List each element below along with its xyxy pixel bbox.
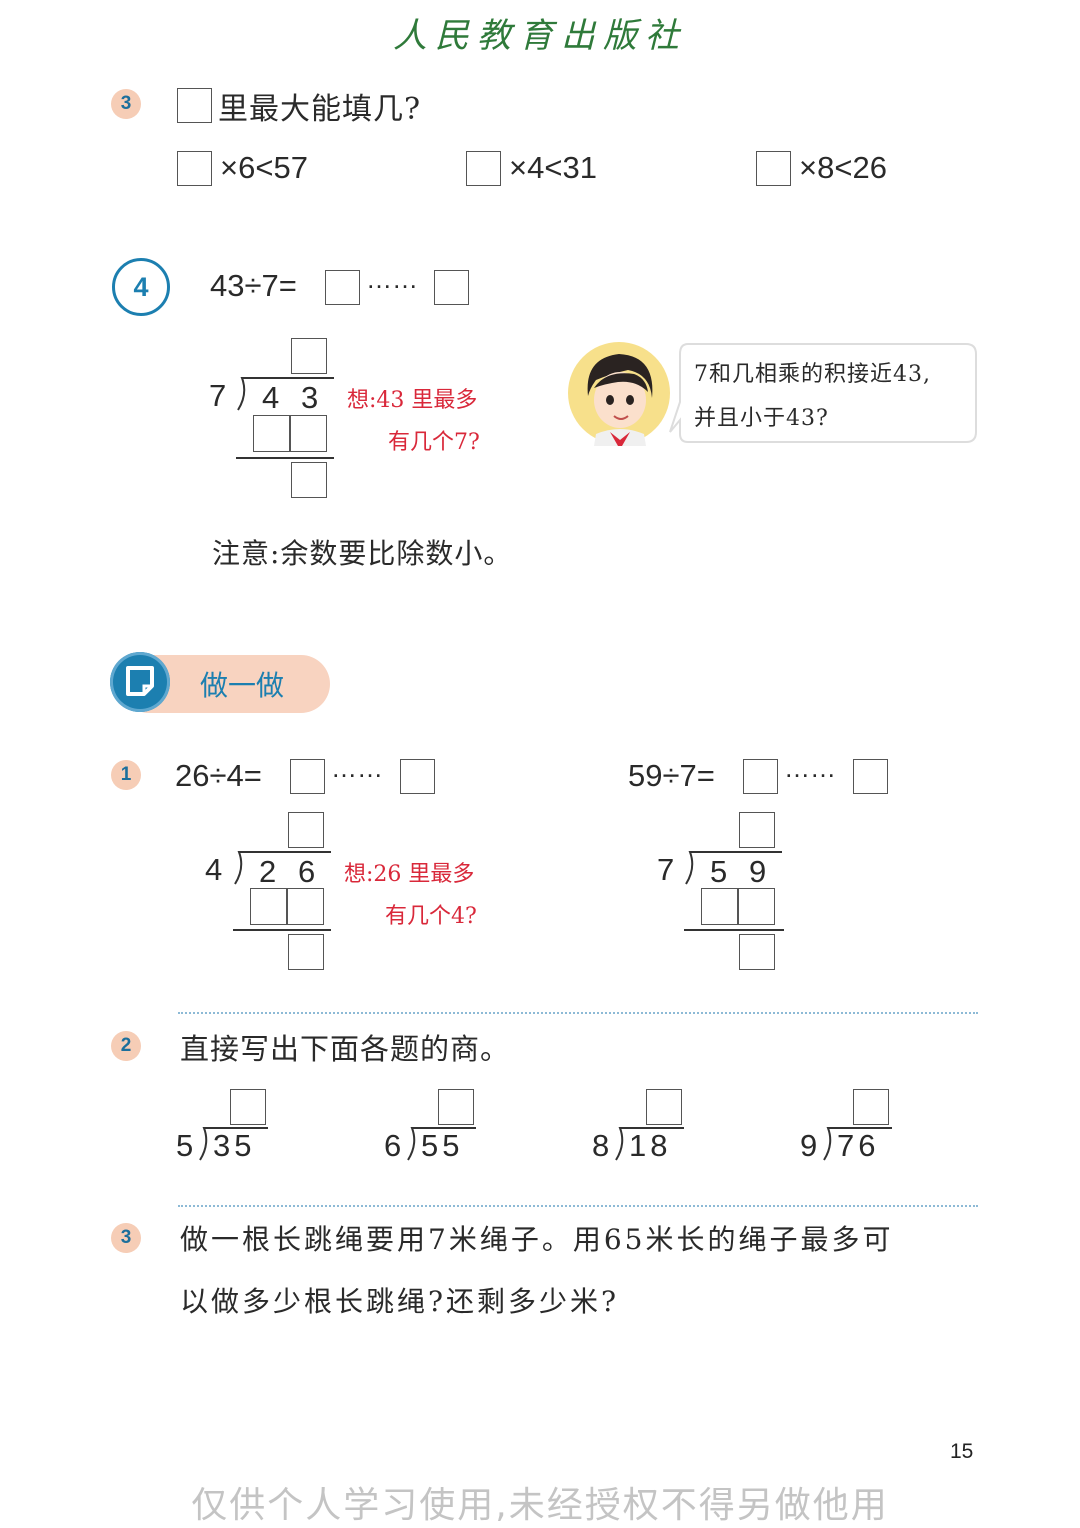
quotient-box[interactable] — [291, 338, 327, 374]
division-bracket — [237, 377, 334, 411]
question-prompt: 直接写出下面各题的商。 — [180, 1032, 511, 1066]
divisor-text: 7 — [209, 378, 227, 413]
girl-avatar — [568, 342, 670, 446]
bubble-text: 7和几相乘的积接近43, — [694, 362, 931, 387]
remainder-box[interactable] — [434, 270, 469, 305]
quotient-box[interactable] — [288, 812, 324, 848]
quotient-box[interactable] — [230, 1089, 266, 1125]
question-prompt: 里最大能填几? — [218, 92, 422, 127]
remainder-box[interactable] — [853, 759, 888, 794]
equation-text: 26÷4= — [175, 758, 262, 793]
page-number: 15 — [950, 1440, 974, 1463]
section-divider — [178, 1012, 978, 1014]
section-divider — [178, 1205, 978, 1207]
question-number-badge: 3 — [111, 1223, 141, 1253]
question-number-badge: 1 — [111, 760, 141, 790]
remainder-dots: …… — [784, 753, 836, 783]
remainder-box[interactable] — [291, 462, 327, 498]
quotient-box[interactable] — [853, 1089, 889, 1125]
hint-text: 想:43 里最多 — [347, 388, 478, 413]
subtraction-line — [236, 457, 334, 459]
dividend-digit: 5 — [710, 854, 728, 889]
inequality-text: ×4<31 — [509, 150, 597, 185]
inequality-text: ×8<26 — [799, 150, 887, 185]
product-box[interactable] — [287, 888, 324, 925]
remainder-box[interactable] — [400, 759, 435, 794]
hint-text: 有几个7? — [388, 430, 480, 455]
answer-box[interactable] — [756, 151, 791, 186]
quotient-box[interactable] — [290, 759, 325, 794]
word-problem-text: 以做多少根长跳绳?还剩多少米? — [180, 1285, 620, 1318]
product-box[interactable] — [250, 888, 287, 925]
division-bracket — [234, 851, 331, 885]
quotient-box[interactable] — [325, 270, 360, 305]
section-icon — [110, 652, 170, 712]
divisor-text: 9 — [800, 1128, 818, 1163]
division-bracket — [199, 1127, 268, 1161]
quotient-box[interactable] — [646, 1089, 682, 1125]
answer-box[interactable] — [177, 151, 212, 186]
publisher-header: 人民教育出版社 — [393, 16, 687, 56]
remainder-box[interactable] — [288, 934, 324, 970]
speech-bubble — [669, 343, 977, 443]
question-number-badge: 2 — [111, 1031, 141, 1061]
edit-square-icon — [126, 666, 154, 696]
equation-text: 43÷7= — [210, 268, 297, 303]
quotient-box[interactable] — [743, 759, 778, 794]
product-box[interactable] — [253, 415, 290, 452]
dividend-text: 76 — [837, 1128, 880, 1163]
dividend-text: 55 — [421, 1128, 464, 1163]
inequality-text: ×6<57 — [220, 150, 308, 185]
divisor-text: 5 — [176, 1128, 194, 1163]
remainder-dots: …… — [366, 264, 418, 294]
answer-box[interactable] — [177, 88, 212, 123]
question-number-badge: 3 — [111, 89, 141, 119]
bubble-text: 并且小于43? — [694, 406, 829, 431]
product-box[interactable] — [701, 888, 738, 925]
remainder-dots: …… — [331, 753, 383, 783]
divisor-text: 8 — [592, 1128, 610, 1163]
divisor-text: 7 — [657, 852, 675, 887]
quotient-box[interactable] — [739, 812, 775, 848]
division-bracket — [823, 1127, 892, 1161]
divisor-text: 4 — [205, 852, 223, 887]
answer-box[interactable] — [466, 151, 501, 186]
watermark-text: 仅供个人学习使用,未经授权不得另做他用 — [191, 1485, 889, 1526]
division-bracket — [685, 851, 782, 885]
dividend-digit: 3 — [301, 380, 319, 415]
dividend-text: 18 — [629, 1128, 672, 1163]
dividend-digit: 2 — [259, 854, 277, 889]
product-box[interactable] — [290, 415, 327, 452]
divisor-text: 6 — [384, 1128, 402, 1163]
quotient-box[interactable] — [438, 1089, 474, 1125]
dividend-text: 35 — [213, 1128, 256, 1163]
dividend-digit: 6 — [298, 854, 316, 889]
dividend-digit: 4 — [262, 380, 280, 415]
hint-text: 想:26 里最多 — [344, 862, 475, 887]
example-number-circle: 4 — [112, 258, 170, 316]
equation-text: 59÷7= — [628, 758, 715, 793]
section-title: 做一做 — [200, 669, 285, 702]
remainder-box[interactable] — [739, 934, 775, 970]
dividend-digit: 9 — [749, 854, 767, 889]
division-bracket — [615, 1127, 684, 1161]
word-problem-text: 做一根长跳绳要用7米绳子。用65米长的绳子最多可 — [180, 1223, 894, 1256]
note-text: 注意:余数要比除数小。 — [212, 537, 513, 570]
product-box[interactable] — [738, 888, 775, 925]
hint-text: 有几个4? — [385, 904, 477, 929]
division-bracket — [407, 1127, 476, 1161]
subtraction-line — [684, 929, 784, 931]
subtraction-line — [233, 929, 331, 931]
